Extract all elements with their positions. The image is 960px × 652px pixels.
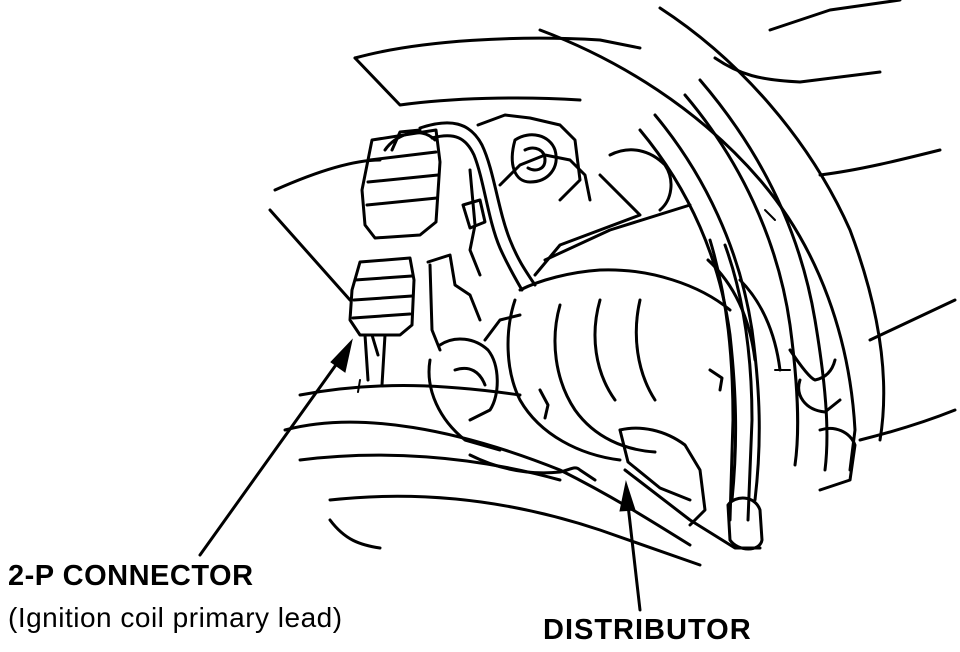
connector-label: 2-P CONNECTOR [8, 560, 254, 592]
distributor-leader-arrow [619, 480, 642, 612]
spark-plug-wires [638, 78, 857, 551]
connector-sublabel: (Ignition coil primary lead) [8, 602, 343, 633]
fender-contours [268, 0, 957, 567]
distributor-body [498, 133, 782, 550]
distributor-label: DISTRIBUTOR [543, 614, 752, 646]
lower-connector [348, 256, 416, 393]
connector-leader-arrow [198, 338, 353, 557]
lower-harness [427, 313, 724, 482]
mounting-bracket [426, 113, 582, 352]
upper-connector [360, 128, 442, 240]
primary-lead-wire [418, 121, 537, 292]
